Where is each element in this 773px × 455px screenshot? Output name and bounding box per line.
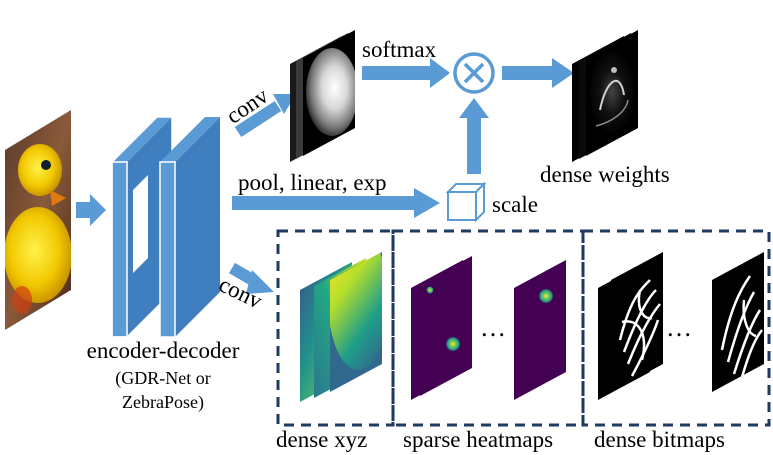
label-encoder-decoder: encoder-decoder [87,338,240,363]
label-pool-linear-exp: pool, linear, exp [238,170,387,195]
ellipsis-heatmaps: … [480,313,506,342]
cube-icon [445,181,487,223]
label-backbone-line1: (GDR-Net or [115,368,210,389]
input-image [5,110,71,330]
arrow-input-to-encoder [76,194,106,226]
label-backbone-line2: ZebraPose) [122,392,204,413]
label-dense-xyz: dense xyz [276,427,367,452]
label-dense-bitmaps: dense bitmaps [594,427,725,452]
arrow-softmax [362,58,450,88]
arrow-conv-bottom [228,262,274,294]
label-scale: scale [492,192,538,217]
dense-xyz-maps [300,252,382,402]
ellipsis-bitmaps: … [666,313,692,342]
sparse-heatmaps [411,256,566,400]
arrow-scale-up [459,98,489,174]
encoder-decoder-block [111,116,220,338]
label-softmax: softmax [362,37,437,62]
arrow-to-dense-weights [502,58,574,88]
softmax-input-maps [290,30,355,162]
dense-bitmaps [598,252,764,400]
dense-weights-maps [572,30,638,162]
label-dense-weights: dense weights [540,162,670,187]
multiply-icon [453,52,495,94]
arrow-pool-linear-exp [232,188,440,218]
output-heads-frame [276,229,771,427]
label-sparse-heatmaps: sparse heatmaps [403,427,553,452]
